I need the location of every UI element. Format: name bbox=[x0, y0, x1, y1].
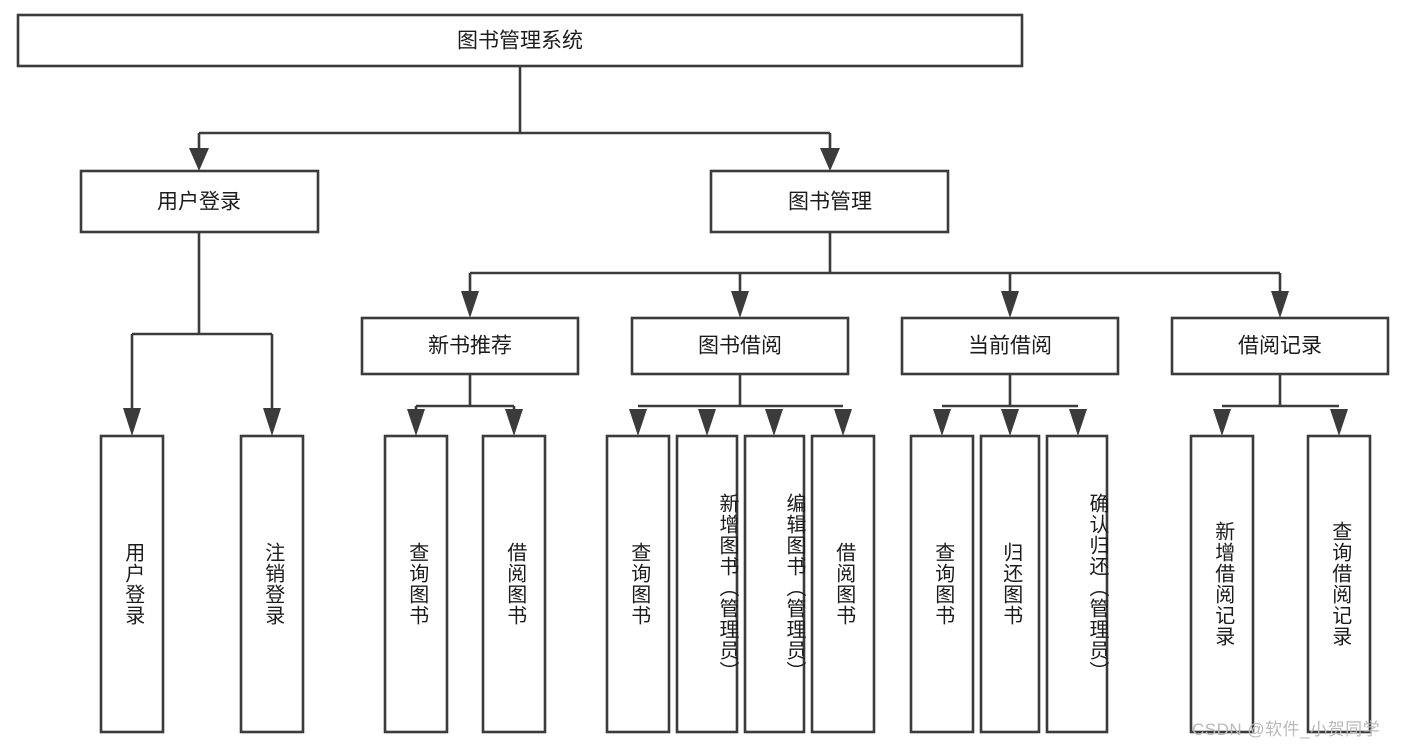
arrow-head-icon bbox=[1001, 409, 1019, 436]
node-current-borrow[interactable] bbox=[900, 316, 1120, 376]
node-leaf-confirm-return[interactable] bbox=[1045, 434, 1109, 734]
node-user-login-label: 用户登录 bbox=[157, 191, 241, 214]
node-leaf-query-book-1[interactable] bbox=[383, 434, 449, 734]
connector-currentborrow-to-leaves bbox=[933, 374, 1087, 436]
node-book-borrow[interactable] bbox=[630, 316, 850, 376]
node-leaf-add-book[interactable] bbox=[675, 434, 739, 734]
arrow-head-icon bbox=[461, 291, 479, 318]
arrow-head-icon bbox=[820, 148, 840, 171]
arrow-head-icon bbox=[1213, 409, 1231, 436]
arrow-head-icon bbox=[1330, 409, 1348, 436]
arrow-head-icon bbox=[263, 408, 281, 436]
arrow-head-icon bbox=[189, 148, 209, 171]
node-current-borrow-label: 当前借阅 bbox=[968, 335, 1052, 358]
arrow-head-icon bbox=[834, 409, 852, 436]
arrow-head-icon bbox=[765, 409, 783, 436]
connector-root-to-level2 bbox=[189, 66, 840, 171]
connector-borrowrecord-to-leaves bbox=[1213, 374, 1348, 436]
node-book-management[interactable] bbox=[709, 169, 950, 234]
arrow-head-icon bbox=[123, 408, 141, 436]
arrow-head-icon bbox=[1001, 291, 1019, 318]
node-leaf-logout[interactable] bbox=[239, 434, 305, 734]
connector-bookborrow-to-leaves bbox=[629, 374, 852, 436]
node-leaf-query-book-2[interactable] bbox=[605, 434, 671, 734]
node-book-borrow-label: 图书借阅 bbox=[698, 335, 782, 358]
arrow-head-icon bbox=[933, 409, 951, 436]
node-book-management-label: 图书管理 bbox=[788, 191, 872, 214]
node-leaf-user-login[interactable] bbox=[99, 434, 165, 734]
node-leaf-add-record[interactable] bbox=[1189, 434, 1255, 734]
node-borrow-record-label: 借阅记录 bbox=[1238, 335, 1322, 358]
node-leaf-borrow-book-1[interactable] bbox=[481, 434, 547, 734]
arrow-head-icon bbox=[731, 291, 749, 318]
arrow-head-icon bbox=[407, 409, 425, 436]
node-leaf-query-record[interactable] bbox=[1306, 434, 1372, 734]
node-leaf-query-book-3[interactable] bbox=[909, 434, 975, 734]
node-borrow-record[interactable] bbox=[1170, 316, 1390, 376]
node-new-book-recommend[interactable] bbox=[360, 316, 580, 376]
arrow-head-icon bbox=[1271, 291, 1289, 318]
connector-userlogin-to-leaves bbox=[123, 232, 281, 436]
arrow-head-icon bbox=[1069, 409, 1087, 436]
arrow-head-icon bbox=[629, 409, 647, 436]
node-new-book-recommend-label: 新书推荐 bbox=[428, 335, 512, 358]
node-leaf-return-book[interactable] bbox=[979, 434, 1041, 734]
watermark-text: CSDN @软件_小贺同学 bbox=[1192, 720, 1381, 739]
node-root[interactable] bbox=[16, 13, 1024, 68]
node-leaf-edit-book[interactable] bbox=[743, 434, 806, 734]
connector-newbook-to-leaves bbox=[407, 374, 523, 436]
arrow-head-icon bbox=[698, 409, 716, 436]
node-leaf-borrow-book-2[interactable] bbox=[810, 434, 876, 734]
node-root-label: 图书管理系统 bbox=[457, 30, 583, 53]
arrow-head-icon bbox=[505, 409, 523, 436]
node-user-login[interactable] bbox=[79, 169, 320, 234]
connector-bookmanagement-to-level3 bbox=[461, 232, 1289, 318]
